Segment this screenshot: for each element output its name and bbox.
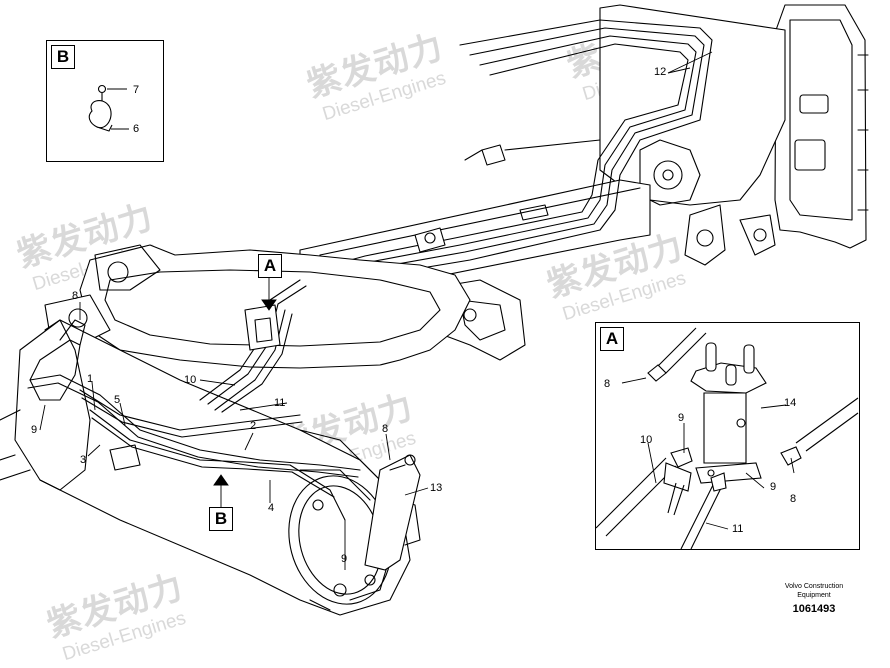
company-line-2: Equipment <box>797 592 831 599</box>
company-line-1: Volvo Construction <box>784 583 844 590</box>
detail-a-letter: A <box>600 327 624 351</box>
callout-2: 2 <box>250 420 257 432</box>
callout-13: 13 <box>430 482 443 494</box>
callout-1: 1 <box>87 373 94 385</box>
detail-b-letter: B <box>51 45 75 69</box>
callout-3: 3 <box>80 454 87 466</box>
callout-12: 12 <box>654 66 667 78</box>
callout-4: 4 <box>268 502 275 514</box>
callout-6: 6 <box>133 123 140 135</box>
view-marker-b: B <box>209 507 233 531</box>
detail-b-box: B 7 6 <box>46 40 164 162</box>
callout-7: 7 <box>133 84 140 96</box>
detail-a-box: A 8 14 9 10 9 8 11 <box>595 322 860 550</box>
callout-10: 10 <box>184 374 197 386</box>
callout-9: 9 <box>678 412 685 424</box>
detail-a-manifold-drawing <box>596 327 859 549</box>
main-view-drawing <box>0 4 869 616</box>
callout-5: 5 <box>114 394 121 406</box>
callout-14: 14 <box>784 397 797 409</box>
callout-11: 11 <box>732 523 744 535</box>
view-marker-a: A <box>258 254 282 278</box>
callout-8: 8 <box>72 290 79 302</box>
callout-8: 8 <box>790 493 797 505</box>
drawing-footer: Volvo Construction Equipment 1061493 <box>774 582 854 615</box>
callout-9: 9 <box>770 481 777 493</box>
callout-11: 11 <box>274 397 286 409</box>
callout-9: 9 <box>341 553 348 565</box>
callout-8: 8 <box>604 378 611 390</box>
callout-8: 8 <box>382 423 389 435</box>
callout-9: 9 <box>31 424 38 436</box>
callout-10: 10 <box>640 434 653 446</box>
drawing-number: 1061493 <box>792 603 836 615</box>
detail-b-clamp-drawing <box>88 84 129 132</box>
